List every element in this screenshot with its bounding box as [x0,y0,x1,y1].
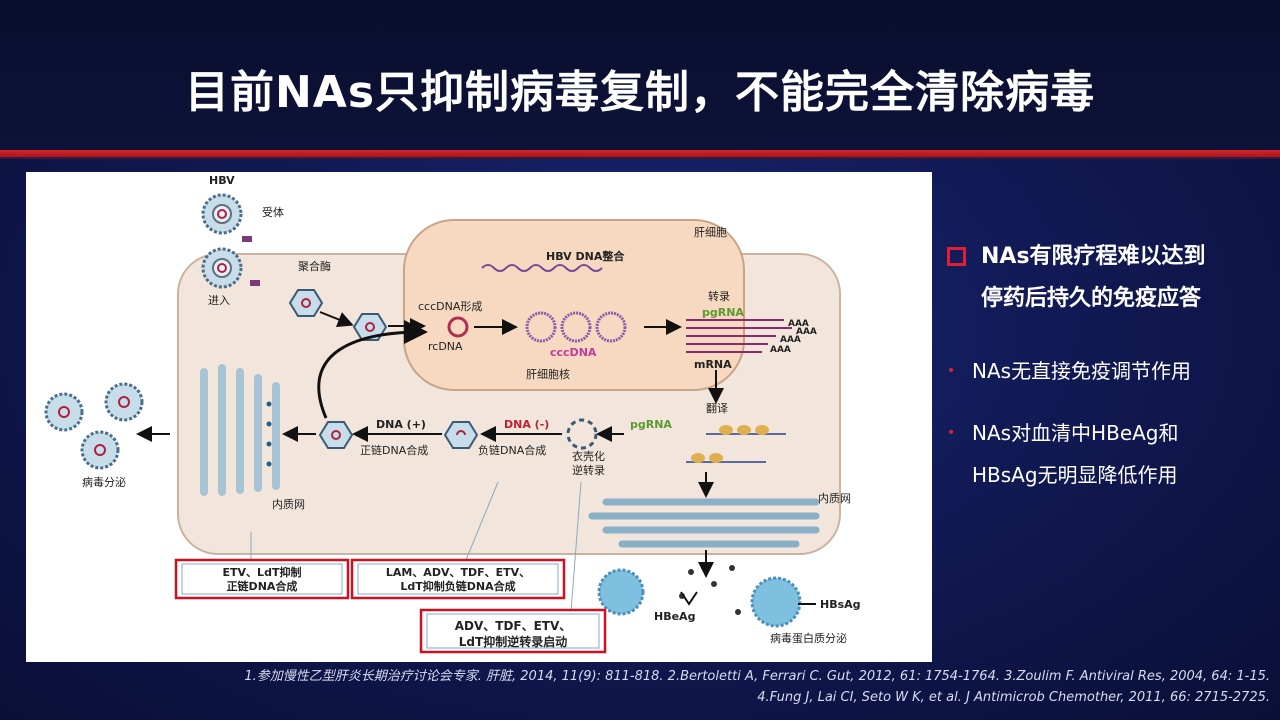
box3-line1: ADV、TDF、ETV、 [455,619,572,633]
label-plus-strand: 正链DNA合成 [360,443,428,457]
main-point: NAs有限疗程难以达到 停药后持久的免疫应答 [945,236,1265,320]
hbv-virion-top [201,193,243,235]
label-protein-secretion: 病毒蛋白质分泌 [770,631,847,645]
title-divider [0,150,1280,157]
label-aaa: AAA [788,319,809,329]
label-encapsidation-1: 衣壳化 [572,449,605,463]
box2-line1: LAM、ADV、TDF、ETV、 [386,566,530,579]
cccdna-2 [560,311,592,343]
hbsag-particle-1 [597,568,645,616]
main-point-line2: 停药后持久的免疫应答 [981,286,1202,311]
sub-point-2: • NAs对血清中HBeAg和 HBsAg无明显降低作用 [945,412,1265,496]
label-aaa-2: AAA [796,327,817,337]
title-divider-shadow [0,157,1280,159]
label-translation: 翻译 [706,401,728,415]
key-points-panel: NAs有限疗程难以达到 停药后持久的免疫应答 • NAs无直接免疫调节作用 • … [945,236,1265,496]
label-hepatocyte: 肝细胞 [694,226,727,239]
box2-line2: LdT抑制负链DNA合成 [400,579,515,593]
label-pgrna-top: pgRNA [702,306,744,319]
box-plus-strand-inhibitors: ETV、LdT抑制 正链DNA合成 [174,558,350,600]
secreted-virion-3 [80,430,120,470]
main-point-line1: NAs有限疗程难以达到 [981,244,1206,269]
label-hbv: HBV [209,174,235,187]
capsid-2 [352,313,388,341]
header-band [0,0,1280,150]
label-aaa-3: AAA [780,335,801,345]
receptor-mark-2 [250,280,260,286]
secreted-virion-1 [44,392,84,432]
capsid-plus-strand [318,421,354,449]
rcdna-circle [447,316,469,338]
rna-lines [686,319,792,353]
label-dna-minus: DNA (-) [504,418,549,431]
capsid-1 [288,289,324,317]
label-hbeag: HBeAg [654,610,695,623]
label-polymerase: 聚合酶 [298,259,331,273]
page-title: 目前NAs只抑制病毒复制，不能完全清除病毒 [184,67,1096,118]
ribosomes [686,425,786,463]
reference-line-1: 1.参加慢性乙型肝炎长期治疗讨论会专家. 肝脏, 2014, 11(9): 81… [244,669,1270,684]
receptor-mark [242,236,252,242]
label-dna-plus: DNA (+) [376,418,426,431]
label-virus-secretion: 病毒分泌 [82,475,126,489]
label-entry: 进入 [208,294,230,307]
hbv-lifecycle-diagram: HBV 受体 进入 聚合酶 肝细胞 HBV DNA整合 cccDNA形成 rcD… [26,172,932,662]
sub-point-1-text: NAs无直接免疫调节作用 [972,359,1192,383]
box1-line2: 正链DNA合成 [227,579,298,593]
secreted-virion-2 [104,382,144,422]
label-integration: HBV DNA整合 [546,249,625,263]
cccdna-1 [525,311,557,343]
recycle-arrow [317,320,428,419]
label-transcription: 转录 [708,289,730,303]
nucleus [403,219,745,391]
box-reverse-transcription-inhibitors: ADV、TDF、ETV、 LdT抑制逆转录启动 [419,608,607,654]
label-hbsag: HBsAg [820,598,861,611]
hbeag-pointer [680,591,698,606]
box-minus-strand-inhibitors: LAM、ADV、TDF、ETV、 LdT抑制负链DNA合成 [350,558,566,600]
hbsag-particle-2 [750,576,802,628]
bullet-dot-icon: • [947,363,956,379]
capsid-minus-strand [443,421,479,449]
label-encapsidation-2: 逆转录 [572,463,605,477]
sub-point-2-line2: HBsAg无明显降低作用 [972,463,1178,487]
label-er-left: 内质网 [272,497,305,511]
label-cccdna-formation: cccDNA形成 [418,300,482,313]
label-minus-strand: 负链DNA合成 [478,443,546,457]
sub-point-1: • NAs无直接免疫调节作用 [945,350,1265,392]
integrated-dna [481,264,603,272]
square-bullet-icon [947,247,966,266]
label-cccdna: cccDNA [550,346,597,359]
cccdna-3 [595,311,627,343]
references: 1.参加慢性乙型肝炎长期治疗讨论会专家. 肝脏, 2014, 11(9): 81… [30,666,1270,708]
box3-line2: LdT抑制逆转录启动 [459,634,567,649]
label-mrna: mRNA [694,358,732,371]
hbeag-dots [679,565,741,615]
label-receptor: 受体 [262,205,284,219]
label-er-right: 内质网 [818,491,851,505]
label-aaa-4: AAA [770,345,791,355]
reference-line-2: 4.Fung J, Lai CI, Seto W K, et al. J Ant… [757,690,1270,705]
label-rcdna: rcDNA [428,340,463,353]
er-left-shape [200,364,280,496]
label-pgrna-mid: pgRNA [630,418,672,431]
er-dots [266,401,272,467]
sub-point-2-line1: NAs对血清中HBeAg和 [972,421,1179,445]
er-right-shape [588,498,820,548]
label-nucleus: 肝细胞核 [526,367,570,381]
bullet-dot-icon: • [947,425,956,441]
hbv-virion-entry [201,247,243,289]
box1-line1: ETV、LdT抑制 [223,565,302,579]
diagram-canvas: HBV 受体 进入 聚合酶 肝细胞 HBV DNA整合 cccDNA形成 rcD… [44,174,861,654]
